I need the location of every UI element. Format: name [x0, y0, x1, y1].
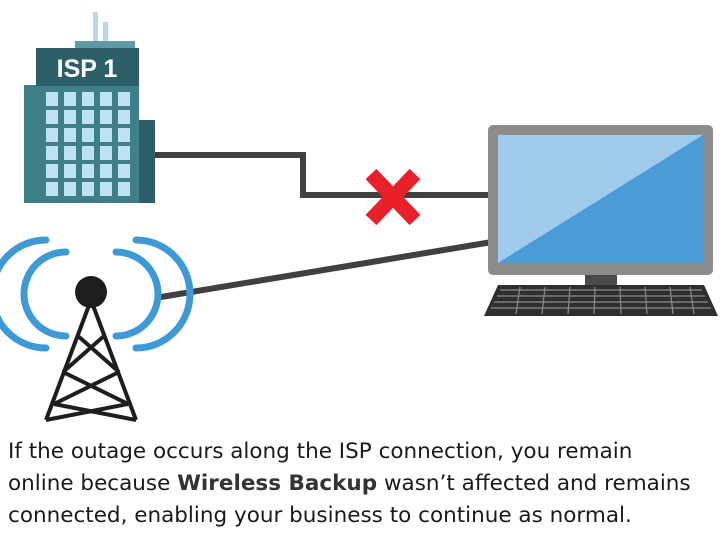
isp-label: ISP 1 — [57, 55, 118, 83]
wireless-cable — [154, 239, 493, 301]
isp-building-icon: ISP 1 — [24, 12, 155, 203]
caption-line-2-end: wasn’t affected and remains — [377, 471, 691, 496]
wireless-backup-highlight: Wireless Backup — [177, 471, 378, 496]
caption-text: If the outage occurs along the ISP conne… — [8, 436, 723, 532]
computer-icon — [484, 125, 718, 316]
wireless-tower-icon — [0, 236, 194, 422]
caption-line-2-start: online because — [8, 471, 178, 496]
caption-line-2: online because Wireless Backup wasn’t af… — [8, 468, 723, 500]
network-diagram: ISP 1 — [0, 12, 718, 422]
caption-line-1: If the outage occurs along the ISP conne… — [8, 439, 633, 464]
outage-cross-icon — [365, 168, 421, 226]
caption-line-3: connected, enabling your business to con… — [8, 503, 632, 528]
isp-cable — [155, 152, 490, 198]
